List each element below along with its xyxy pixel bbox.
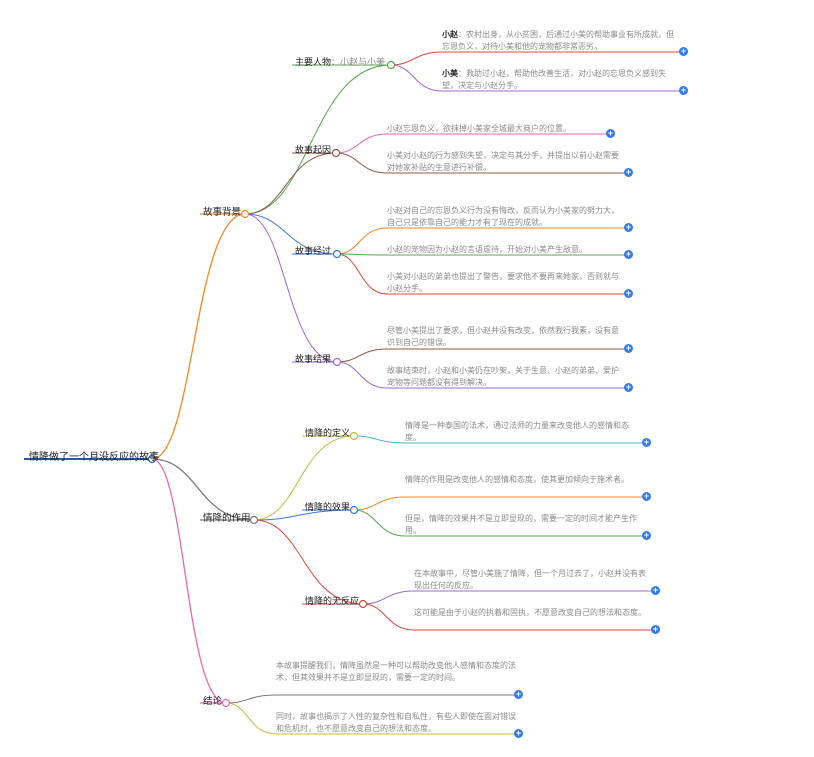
expand-plus-icon[interactable]: +	[606, 128, 615, 138]
connector	[335, 152, 388, 174]
leaf-xiaomei: 小美：救助过小赵，帮助他改善生活，对小赵的忘恩负义感到失望，决定与小赵分手。	[442, 69, 666, 90]
node-dot	[332, 249, 342, 259]
leaf-process-1: 小赵对自己的忘恩负义行为没有悔改，反而认为小美家的努力大，自己只是依靠自己的能力…	[387, 206, 619, 227]
connector	[362, 603, 415, 631]
leaf-result-2: 故事结束时，小赵和小美仍在吵架，关于生意、小赵的弟弟、爱护宠物等问题都没有得到解…	[387, 366, 619, 387]
connector	[244, 213, 338, 255]
expand-plus-icon[interactable]: +	[651, 585, 660, 595]
node-dot	[332, 357, 342, 367]
connector	[244, 64, 392, 215]
connector	[336, 253, 388, 256]
node-spell-effect[interactable]: 情降的效果	[305, 502, 351, 512]
expand-plus-icon[interactable]: +	[679, 46, 688, 56]
connector	[336, 348, 388, 363]
connector	[244, 213, 338, 363]
connector	[353, 496, 406, 511]
connector	[353, 435, 406, 444]
leaf-result-1: 尽管小美提出了要求，但小赵并没有改变，依然我行我素，没有意识到自己的错误。	[387, 326, 619, 347]
connector	[390, 64, 443, 92]
connector	[362, 590, 415, 605]
expand-plus-icon[interactable]: +	[679, 85, 688, 95]
connector	[336, 253, 388, 295]
branch-story-background[interactable]: 故事背景	[203, 207, 242, 218]
branch-love-spell-role[interactable]: 情降的作用	[203, 513, 251, 524]
expand-plus-icon[interactable]: +	[651, 624, 660, 634]
leaf-cause-1: 小赵忘恩负义，欲抹掉小美家全城最大商户的位置。	[387, 124, 571, 133]
node-dot	[349, 431, 359, 441]
leaf-no-reaction-1: 在本故事中，尽管小美施了情降，但一个月过去了，小赵并没有表现出任何的反应。	[414, 569, 646, 590]
connector	[253, 519, 364, 605]
expand-plus-icon[interactable]: +	[514, 728, 523, 738]
root-label: 情降做了一个月没反应的故事	[29, 452, 159, 463]
connector	[151, 213, 246, 460]
node-story-process[interactable]: 故事经过	[295, 246, 332, 256]
connector	[225, 694, 277, 704]
node-dot	[386, 60, 396, 70]
connector	[335, 133, 388, 154]
expand-plus-icon[interactable]: +	[624, 343, 633, 353]
connector	[336, 227, 388, 255]
expand-plus-icon[interactable]: +	[514, 689, 523, 699]
expand-plus-icon[interactable]: +	[624, 249, 633, 259]
leaf-definition-1: 情降是一种泰国的法术，通过法师的力量来改变他人的感情和态度。	[405, 421, 629, 442]
leaf-no-reaction-2: 这可能是由于小赵的执着和固执，不愿意改变自己的想法和态度。	[414, 608, 646, 617]
node-spell-no-reaction[interactable]: 情降的无反应	[305, 596, 360, 606]
expand-plus-icon[interactable]: +	[624, 222, 633, 232]
leaf-conclusion-1: 本故事提醒我们，情降虽然是一种可以帮助改变他人感情和态度的法术，但其效果并不是立…	[276, 661, 516, 682]
node-dots	[147, 60, 396, 708]
expand-plus-icon[interactable]: +	[642, 491, 651, 501]
node-dot	[240, 209, 250, 219]
branch-conclusion[interactable]: 结论	[203, 696, 223, 707]
root-node[interactable]: 情降做了一个月没反应的故事	[29, 448, 159, 463]
leaf-process-2: 小赵的宠物因为小赵的言语虐待，开始对小美产生敌意。	[387, 245, 587, 254]
node-dot	[358, 599, 368, 609]
node-dot	[249, 515, 259, 525]
node-dot	[349, 505, 359, 515]
expand-plus-icon[interactable]: +	[642, 437, 651, 447]
expand-plus-icon[interactable]: +	[624, 167, 633, 177]
node-story-cause[interactable]: 故事起因	[295, 145, 332, 155]
connector	[225, 702, 277, 735]
node-dot	[221, 698, 231, 708]
leaf-effect-1: 情降的作用是改变他人的感情和态度，使其更加倾向于施术者。	[405, 475, 629, 484]
leaf-conclusion-2: 同时，故事也揭示了人性的复杂性和自私性，有些人即使在面对错误和危机时，也不愿意改…	[276, 712, 516, 733]
node-dot	[331, 148, 341, 158]
leaf-xiaozhao: 小赵：农村出身，从小贫困，后通过小美的帮助事业有所成就，但忘恩负义，对待小美和他…	[442, 30, 674, 51]
connector	[253, 435, 355, 521]
expand-plus-icon[interactable]: +	[624, 382, 633, 392]
node-story-result[interactable]: 故事结果	[295, 354, 332, 364]
connector-lines	[24, 51, 684, 735]
node-dot	[147, 454, 157, 464]
leaf-process-3: 小美对小赵的弟弟也提出了警告，要求他不要再来她家，否则就与小赵分手。	[387, 272, 619, 293]
connector	[151, 458, 227, 704]
expand-plus-icon[interactable]: +	[624, 288, 633, 298]
connector	[244, 152, 337, 215]
node-spell-definition[interactable]: 情降的定义	[305, 428, 351, 438]
expand-plus-icon[interactable]: +	[642, 530, 651, 540]
connector	[390, 51, 443, 66]
connector	[353, 509, 406, 537]
leaf-effect-2: 但是，情降的效果并不是立即显现的，需要一定的时间才能产生作用。	[405, 514, 637, 535]
leaf-cause-2: 小美对小赵的行为感到失望，决定与其分手，并提出以前小赵需要对她家补贴的生意进行补…	[387, 151, 619, 172]
node-main-characters[interactable]: 主要人物：小赵与小美	[295, 57, 386, 67]
connector	[151, 458, 255, 521]
connector	[336, 361, 388, 389]
